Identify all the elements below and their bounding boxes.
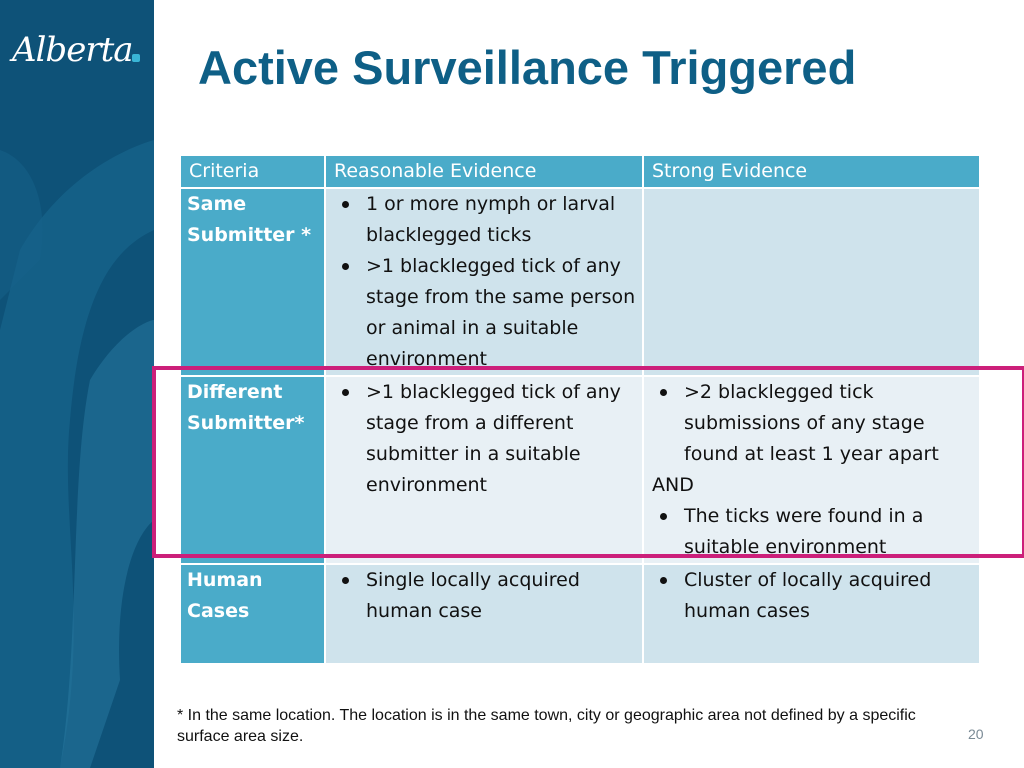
strong-evidence-cell: [644, 189, 979, 375]
header-strong-evidence: Strong Evidence: [644, 156, 979, 187]
list-item: >1 blacklegged tick of any stage from th…: [332, 251, 636, 375]
page-number: 20: [968, 726, 984, 742]
criteria-cell: Same Submitter *: [181, 189, 324, 375]
alberta-logo: Alberta: [12, 30, 133, 70]
logo-mark-icon: [132, 54, 140, 62]
reasonable-evidence-cell: 1 or more nymph or larval blacklegged ti…: [326, 189, 642, 375]
decorative-swoosh-graphic: [0, 140, 154, 768]
strong-evidence-cell: Cluster of locally acquired human cases: [644, 565, 979, 663]
strong-evidence-cell: >2 blacklegged tick submissions of any s…: [644, 377, 979, 563]
table-header-row: Criteria Reasonable Evidence Strong Evid…: [181, 156, 979, 187]
list-item: 1 or more nymph or larval blacklegged ti…: [332, 189, 636, 251]
reasonable-evidence-cell: >1 blacklegged tick of any stage from a …: [326, 377, 642, 563]
slide-title: Active Surveillance Triggered: [198, 41, 857, 94]
reasonable-evidence-cell: Single locally acquired human case: [326, 565, 642, 663]
footnote: * In the same location. The location is …: [177, 707, 916, 745]
table-row: Different Submitter* >1 blacklegged tick…: [181, 377, 979, 563]
list-item: Single locally acquired human case: [332, 565, 636, 627]
table-row: Same Submitter * 1 or more nymph or larv…: [181, 189, 979, 375]
sidebar-band: Alberta: [0, 0, 154, 768]
list-item: >2 blacklegged tick submissions of any s…: [650, 377, 973, 470]
criteria-cell: Human Cases: [181, 565, 324, 663]
criteria-cell: Different Submitter*: [181, 377, 324, 563]
list-item: >1 blacklegged tick of any stage from a …: [332, 377, 636, 501]
and-connector: AND: [652, 474, 694, 496]
list-item: The ticks were found in a suitable envir…: [650, 501, 973, 563]
header-criteria: Criteria: [181, 156, 324, 187]
header-reasonable-evidence: Reasonable Evidence: [326, 156, 642, 187]
list-item: Cluster of locally acquired human cases: [650, 565, 973, 627]
evidence-table: Criteria Reasonable Evidence Strong Evid…: [179, 154, 981, 665]
table-row: Human Cases Single locally acquired huma…: [181, 565, 979, 663]
